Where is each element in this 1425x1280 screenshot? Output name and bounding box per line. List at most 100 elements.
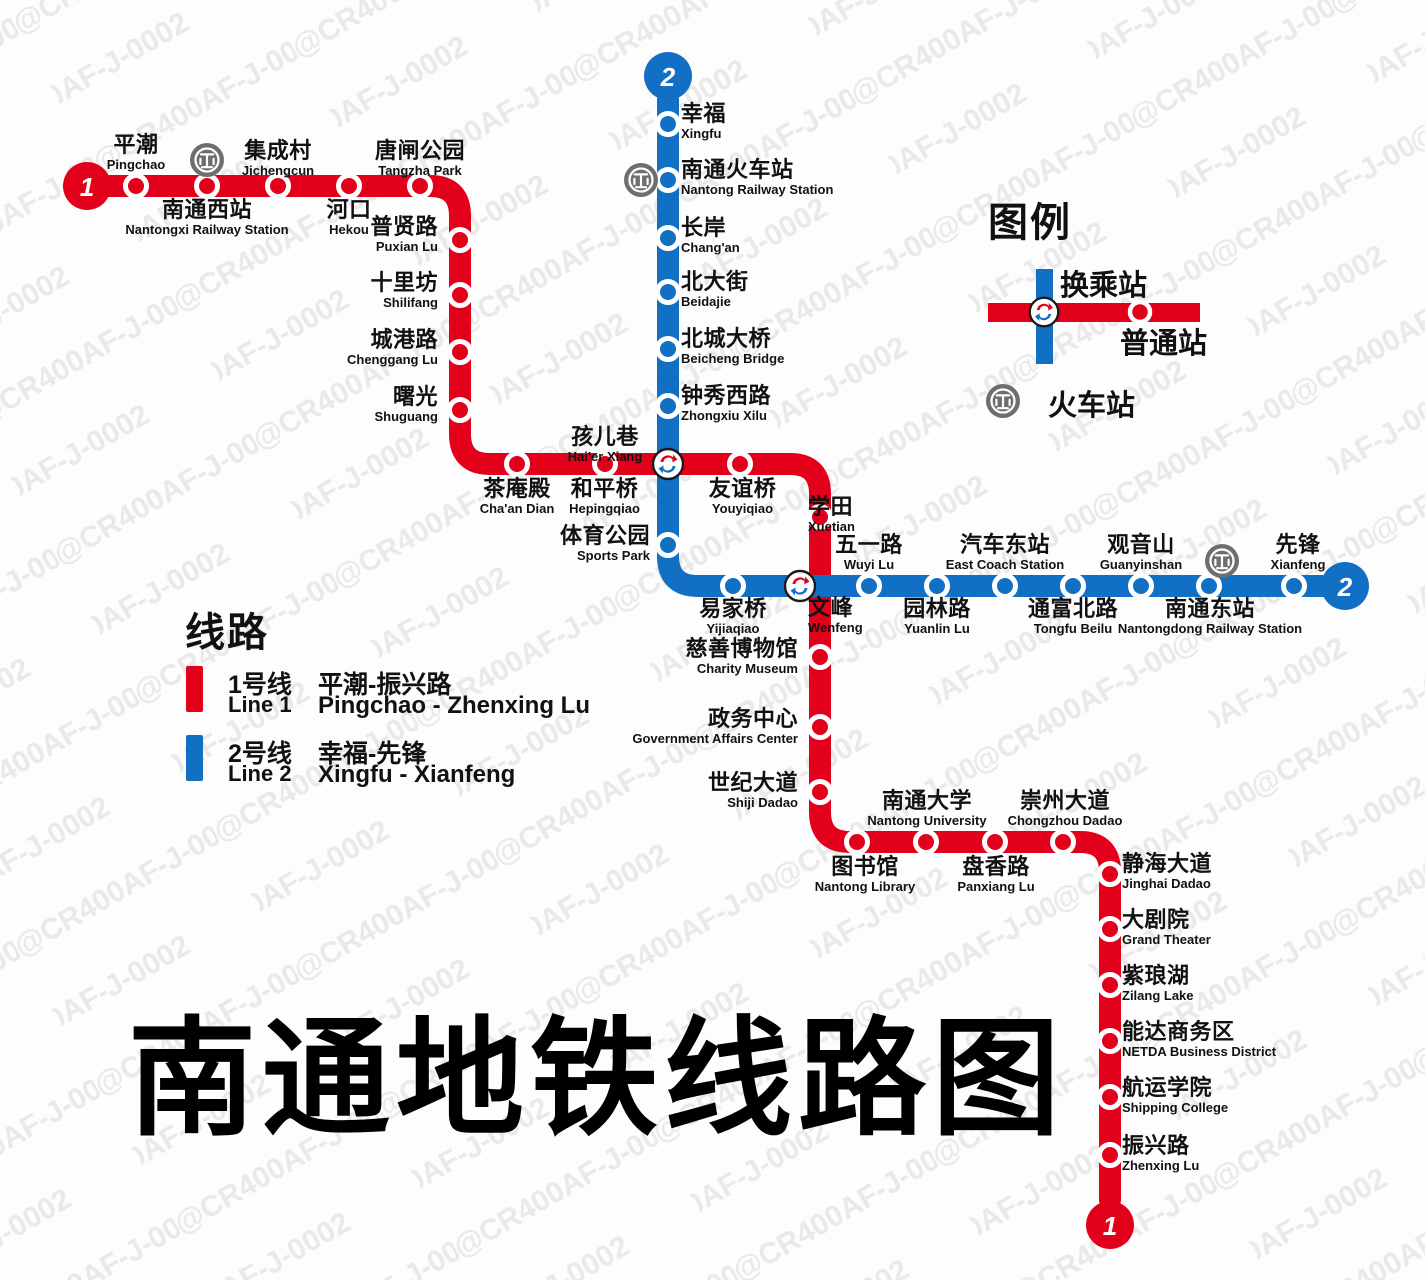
station-label-nantong-rs: 南通火车站 Nantong Railway Station xyxy=(681,159,981,197)
station-dot-jichengcun xyxy=(265,173,291,199)
station-label-grand-theater: 大剧院 Grand Theater xyxy=(1122,909,1342,947)
station-cn: 十里坊 xyxy=(370,270,438,295)
line2-termini-en: Xingfu - Xianfeng xyxy=(318,761,516,788)
station-en: Tangzha Park xyxy=(378,163,462,178)
station-label-pingchao: 平潮 Pingchao xyxy=(86,134,186,172)
station-en: Jichengcun xyxy=(241,163,315,178)
station-cn: 集成村 xyxy=(244,138,312,163)
station-label-gov-center: 政务中心 Government Affairs Center xyxy=(540,708,798,746)
station-cn: 振兴路 xyxy=(1122,1133,1190,1158)
station-label-chongzhou-dadao: 崇州大道 Chongzhou Dadao xyxy=(983,790,1147,828)
lines-legend-title: 线路 xyxy=(185,611,269,655)
station-en: Xianfeng xyxy=(1270,557,1326,572)
station-cn: 能达商务区 xyxy=(1122,1019,1235,1044)
station-dot-beicheng-br xyxy=(655,336,681,362)
station-dot-changan xyxy=(655,225,681,251)
station-dot-yuanlin-lu xyxy=(924,573,950,599)
station-label-beidajie: 北大街 Beidajie xyxy=(681,271,841,309)
station-en: Nantong Library xyxy=(814,879,916,894)
station-cn: 南通东站 xyxy=(1164,596,1255,621)
station-en: Nantong Railway Station xyxy=(681,182,834,197)
station-cn: 幸福 xyxy=(681,101,727,126)
station-cn: 友谊桥 xyxy=(708,476,777,501)
station-cn: 慈善博物馆 xyxy=(685,636,798,661)
line1-termini-cn: 平潮-振兴路 xyxy=(318,671,452,699)
station-cn: 钟秀西路 xyxy=(681,383,772,408)
station-dot-chaandian xyxy=(504,451,530,477)
station-en: Cha'an Dian xyxy=(479,501,555,516)
station-label-shuguang: 曙光 Shuguang xyxy=(230,386,438,424)
station-label-zilang-lake: 紫琅湖 Zilang Lake xyxy=(1122,965,1342,1003)
station-dot-beidajie xyxy=(655,279,681,305)
station-label-hepingqiao: 和平桥 Hepingqiao xyxy=(527,478,682,516)
station-en: Hekou xyxy=(329,222,369,237)
station-label-chaandian: 茶庵殿 Cha'an Dian xyxy=(437,478,597,516)
line1-termini-en: Pingchao - Zhenxing Lu xyxy=(318,692,590,719)
station-cn: 唐闸公园 xyxy=(374,138,465,163)
station-label-guanyinshan: 观音山 Guanyinshan xyxy=(1060,534,1222,572)
station-en: Wenfeng xyxy=(808,620,863,635)
station-dot-zhenxing-lu xyxy=(1097,1142,1123,1168)
station-dot-wuyi-lu xyxy=(856,573,882,599)
station-en: Nantong University xyxy=(867,813,987,828)
station-label-zhongxiu-xilu: 钟秀西路 Zhongxiu Xilu xyxy=(681,385,881,423)
station-dot-xianfeng xyxy=(1281,573,1307,599)
station-cn: 南通火车站 xyxy=(681,157,794,182)
station-cn: 城港路 xyxy=(370,327,438,352)
station-en: Puxian Lu xyxy=(375,239,438,254)
svg-text:2: 2 xyxy=(1337,572,1353,602)
station-cn: 紫琅湖 xyxy=(1122,963,1190,988)
station-label-youyiqiao: 友谊桥 Youyiqiao xyxy=(665,478,820,516)
station-cn: 政务中心 xyxy=(707,706,798,731)
station-en: Pingchao xyxy=(106,157,166,172)
station-cn: 航运学院 xyxy=(1122,1075,1213,1100)
station-en: Grand Theater xyxy=(1122,932,1211,947)
station-label-panxiang-lu: 盘香路 Panxiang Lu xyxy=(920,856,1072,894)
station-label-wenfeng: 文峰 Wenfeng xyxy=(808,597,938,635)
station-en: Yuanlin Lu xyxy=(904,621,970,636)
station-label-nantong-univ: 南通大学 Nantong University xyxy=(846,790,1008,828)
station-cn: 普贤路 xyxy=(370,214,438,239)
legend-railway-label: 火车站 xyxy=(1048,390,1136,422)
station-en: Sports Park xyxy=(577,548,650,563)
station-dot-grand-theater xyxy=(1097,916,1123,942)
station-dot-pingchao xyxy=(123,173,149,199)
station-dot-youyiqiao xyxy=(727,451,753,477)
station-label-netda: 能达商务区 NETDA Business District xyxy=(1122,1021,1372,1059)
station-en: Beicheng Bridge xyxy=(681,351,785,366)
station-en: Beidajie xyxy=(681,294,731,309)
station-dot-jinghai-dadao xyxy=(1097,861,1123,887)
station-dot-shuguang xyxy=(447,397,473,423)
station-label-tongfu-beilu: 通富北路 Tongfu Beilu xyxy=(988,598,1158,636)
station-en: NETDA Business District xyxy=(1122,1044,1277,1059)
station-cn: 文峰 xyxy=(808,595,854,620)
station-dot-tongfu-beilu xyxy=(1060,573,1086,599)
station-label-jinghai-dadao: 静海大道 Jinghai Dadao xyxy=(1122,853,1342,891)
station-en: Shilifang xyxy=(383,295,438,310)
station-en: Nantongxi Railway Station xyxy=(125,222,289,237)
station-en: Government Affairs Center xyxy=(632,731,798,746)
station-cn: 盘香路 xyxy=(962,854,1030,879)
station-cn: 南通西站 xyxy=(161,197,252,222)
station-label-charity-museum: 慈善博物馆 Charity Museum xyxy=(580,638,798,676)
station-label-shiji-dadao: 世纪大道 Shiji Dadao xyxy=(590,772,798,810)
station-en: Tongfu Beilu xyxy=(1033,621,1113,636)
map-title: 南通地铁线路图 xyxy=(128,1005,1067,1154)
legend-sample-graphic xyxy=(988,269,1200,364)
station-cn: 南通大学 xyxy=(881,788,972,813)
station-label-xingfu: 幸福 Xingfu xyxy=(681,103,821,141)
line2-name-cn: 2号线 xyxy=(228,740,292,768)
legend-normal-label: 普通站 xyxy=(1120,328,1208,360)
station-en: Xingfu xyxy=(681,126,722,141)
station-cn: 通富北路 xyxy=(1027,596,1118,621)
station-label-nantongdong: 南通东站 Nantongdong Railway Station xyxy=(1090,598,1330,636)
station-label-wuyi-lu: 五一路 Wuyi Lu xyxy=(794,534,944,572)
station-dot-charity-museum xyxy=(807,644,833,670)
station-cn: 易家桥 xyxy=(699,596,767,621)
station-cn: 学田 xyxy=(808,494,854,519)
station-label-hekou: 河口 Hekou xyxy=(299,199,399,237)
line2-badge-start: 2 xyxy=(644,52,692,100)
station-en: Zhongxiu Xilu xyxy=(681,408,767,423)
station-label-changan: 长岸 Chang'an xyxy=(681,217,831,255)
